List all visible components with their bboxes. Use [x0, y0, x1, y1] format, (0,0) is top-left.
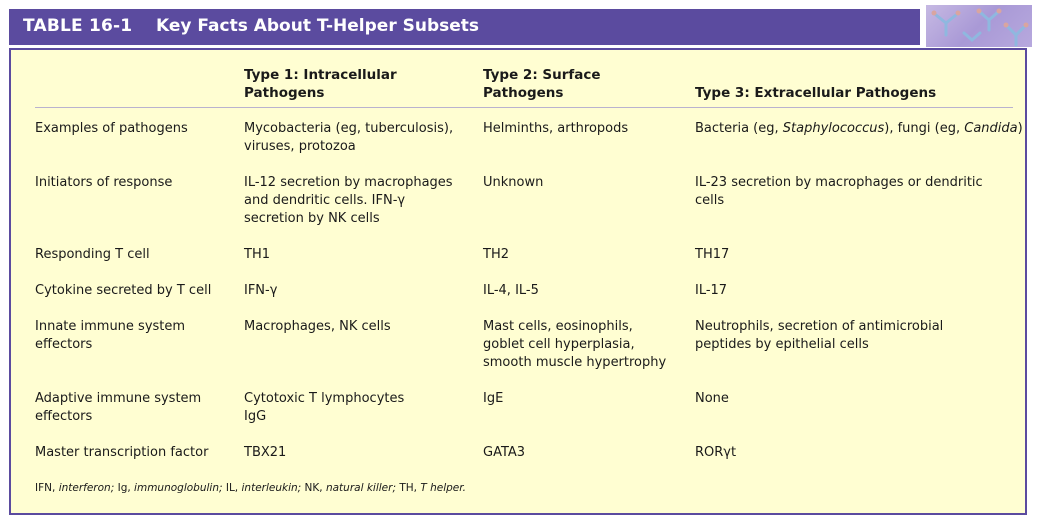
row-master-type3: RORγt	[695, 445, 737, 460]
footnote-abbr: IL,	[225, 482, 239, 494]
cell-line: smooth muscle hypertrophy	[483, 355, 667, 370]
header-type2-line2: Pathogens	[483, 85, 564, 101]
row-label-innate: Innate immune system effectors	[35, 318, 185, 354]
row-label-cytokine: Cytokine secreted by T cell	[35, 283, 212, 298]
row-cytokine-type2: IL-4, IL-5	[483, 283, 539, 298]
row-innate-type2: Mast cells, eosinophils, goblet cell hyp…	[483, 318, 666, 372]
row-examples-type3: Bacteria (eg, Staphylococcus), fungi (eg…	[695, 120, 1023, 138]
footnote-abbr: IFN,	[35, 482, 56, 494]
footnote-full: interferon;	[58, 482, 115, 494]
footnote-full: immunoglobulin;	[134, 482, 223, 494]
row-label-adaptive-line2: effectors	[35, 409, 93, 424]
row-adaptive-type2: IgE	[483, 391, 504, 406]
cell-line: and dendritic cells. IFN-γ	[244, 193, 406, 208]
header-type2: Type 2: Surface Pathogens	[483, 66, 601, 102]
cell-line: Cytotoxic T lymphocytes	[244, 391, 405, 406]
header-divider	[35, 107, 1013, 108]
cell-line: peptides by epithelial cells	[695, 337, 869, 352]
cell-text: ), fungi (eg,	[884, 121, 965, 136]
row-label-examples: Examples of pathogens	[35, 121, 188, 136]
table-footnote: IFN, interferon; Ig, immunoglobulin; IL,…	[35, 482, 466, 494]
row-responding-type2: TH2	[483, 247, 509, 262]
row-responding-type3: TH17	[695, 247, 730, 262]
row-adaptive-type1: Cytotoxic T lymphocytes IgG	[244, 390, 404, 426]
row-innate-type3: Neutrophils, secretion of antimicrobial …	[695, 318, 943, 354]
table-number: TABLE 16-1	[23, 16, 133, 36]
cell-line: cells	[695, 193, 725, 208]
footnote-abbr: NK,	[304, 482, 323, 494]
header-type1: Type 1: Intracellular Pathogens	[244, 66, 397, 102]
row-innate-type1: Macrophages, NK cells	[244, 319, 391, 334]
cell-italic-text: Staphylococcus	[782, 121, 885, 136]
header-type1-line1: Type 1: Intracellular	[244, 67, 397, 83]
row-master-type1: TBX21	[244, 445, 287, 460]
cell-line: IgG	[244, 409, 267, 424]
cell-line: Neutrophils, secretion of antimicrobial	[695, 319, 944, 334]
row-label-innate-line1: Innate immune system	[35, 319, 186, 334]
row-responding-type1: TH1	[244, 247, 270, 262]
row-cytokine-type1: IFN-γ	[244, 283, 278, 298]
row-adaptive-type3: None	[695, 391, 729, 406]
row-label-adaptive-line1: Adaptive immune system	[35, 391, 202, 406]
row-cytokine-type3: IL-17	[695, 283, 728, 298]
row-label-initiators: Initiators of response	[35, 175, 173, 190]
row-master-type2: GATA3	[483, 445, 526, 460]
footnote-full: natural killer;	[325, 482, 396, 494]
cell-text: Bacteria (eg,	[695, 121, 783, 136]
row-initiators-type3: IL-23 secretion by macrophages or dendri…	[695, 174, 983, 210]
footnote-full: interleukin;	[241, 482, 302, 494]
footnote-full: T helper.	[420, 482, 466, 494]
antibody-y-shape-icon	[926, 5, 1032, 47]
cell-line: Mast cells, eosinophils,	[483, 319, 633, 334]
key-facts-table: Type 1: Intracellular Pathogens Type 2: …	[9, 48, 1027, 515]
row-label-responding: Responding T cell	[35, 247, 150, 262]
cell-line: IL-12 secretion by macrophages	[244, 175, 453, 190]
header-type2-line1: Type 2: Surface	[483, 67, 601, 83]
table-title-bar: TABLE 16-1 Key Facts About T-Helper Subs…	[9, 9, 920, 45]
header-type1-line2: Pathogens	[244, 85, 325, 101]
cell-italic-text: Candida	[964, 121, 1018, 136]
row-label-master: Master transcription factor	[35, 445, 209, 460]
row-initiators-type1: IL-12 secretion by macrophages and dendr…	[244, 174, 453, 228]
cell-line: goblet cell hyperplasia,	[483, 337, 635, 352]
cell-line: viruses, protozoa	[244, 139, 356, 154]
cell-line: secretion by NK cells	[244, 211, 380, 226]
row-label-innate-line2: effectors	[35, 337, 93, 352]
row-examples-type2: Helminths, arthropods	[483, 121, 629, 136]
cell-text: )	[1017, 121, 1023, 136]
cell-line: Mycobacteria (eg, tuberculosis),	[244, 121, 454, 136]
footnote-abbr: TH,	[399, 482, 417, 494]
footnote-abbr: Ig,	[117, 482, 131, 494]
row-label-adaptive: Adaptive immune system effectors	[35, 390, 201, 426]
table-title: Key Facts About T-Helper Subsets	[156, 16, 480, 36]
header-type3: Type 3: Extracellular Pathogens	[695, 85, 937, 101]
row-initiators-type2: Unknown	[483, 175, 544, 190]
cell-line: IL-23 secretion by macrophages or dendri…	[695, 175, 983, 190]
row-examples-type1: Mycobacteria (eg, tuberculosis), viruses…	[244, 120, 453, 156]
